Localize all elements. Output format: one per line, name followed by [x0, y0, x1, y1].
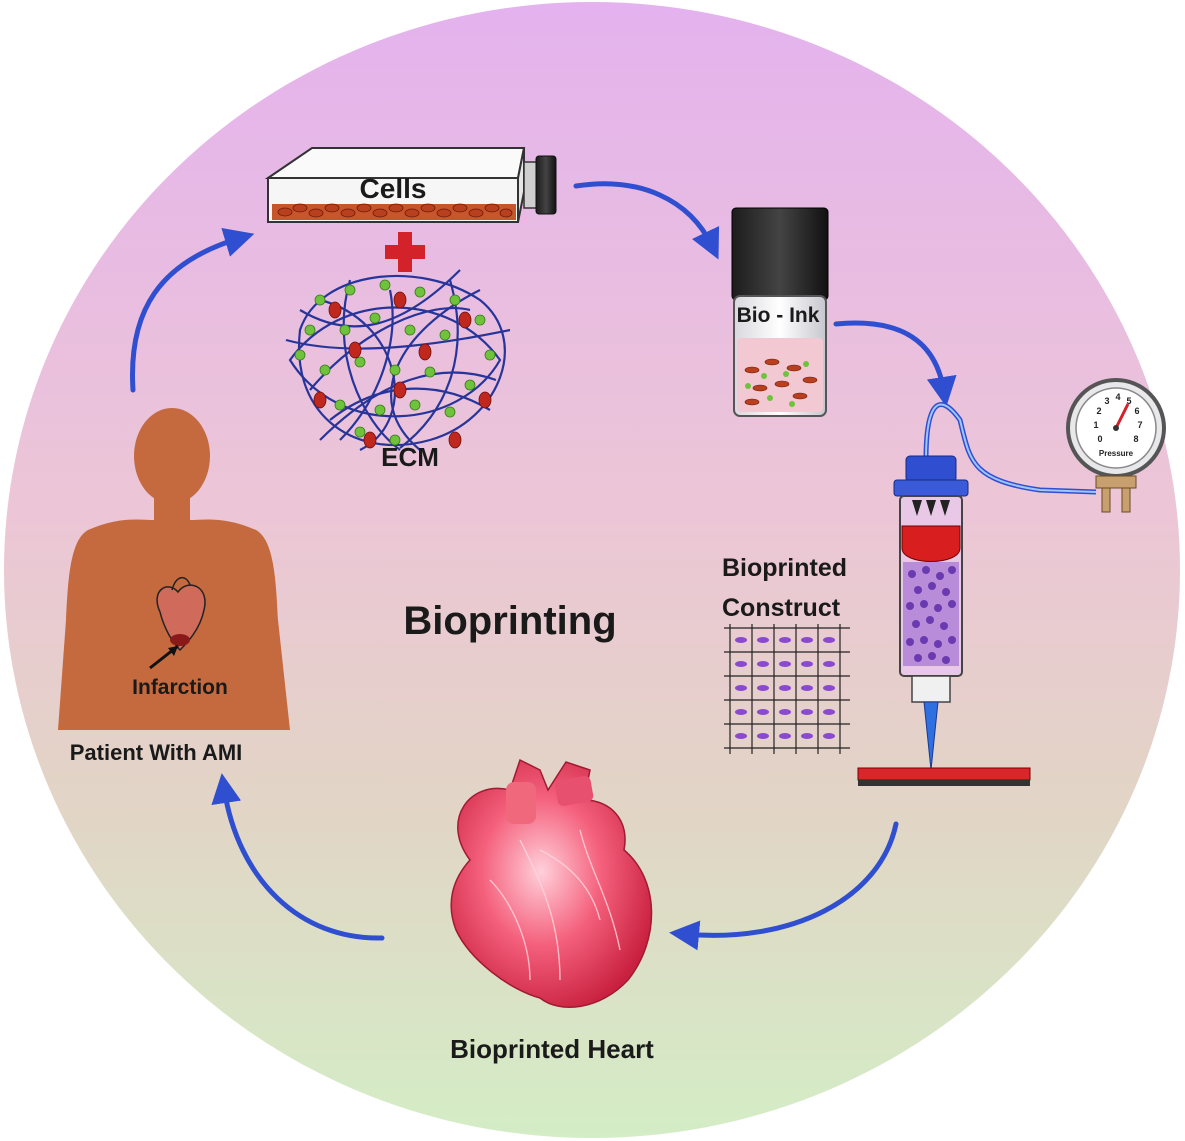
arrow-cells-to-bioink — [573, 181, 720, 260]
gauge-tick-1: 1 — [1093, 420, 1098, 430]
ecm-network: ECM — [285, 269, 511, 472]
infarction-label: Infarction — [132, 676, 228, 699]
arrow-patient-to-cells — [129, 227, 255, 393]
cells-label: Cells — [360, 173, 427, 204]
gauge-tick-4: 4 — [1115, 392, 1120, 402]
bioprinted-heart: Bioprinted Heart — [450, 758, 654, 1064]
bioprinter-syringe — [857, 455, 1031, 786]
gauge-tick-3: 3 — [1104, 396, 1109, 406]
syringe-cells — [906, 566, 956, 664]
gauge-needle — [1114, 403, 1130, 429]
ecm-label: ECM — [381, 442, 439, 472]
ecm-red-cells — [313, 291, 492, 449]
cell-culture-flask: Cells — [264, 147, 557, 223]
gauge-label: Pressure — [1099, 449, 1134, 458]
construct-label-line1: Bioprinted — [722, 554, 847, 582]
gauge-tick-5: 5 — [1126, 396, 1131, 406]
plus-icon — [385, 232, 425, 272]
flask-cell-layer — [272, 203, 516, 220]
center-label: Bioprinting — [403, 599, 616, 643]
gauge-tick-8: 8 — [1133, 434, 1138, 444]
arrow-bioink-to-printer — [833, 320, 957, 407]
gauge-tick-7: 7 — [1137, 420, 1142, 430]
heart-label: Bioprinted Heart — [450, 1034, 654, 1064]
construct-label-line2: Construct — [722, 594, 841, 622]
gauge-tick-6: 6 — [1134, 406, 1139, 416]
arrow-printer-to-heart — [669, 821, 899, 951]
bio-ink-cells — [744, 358, 818, 406]
gauge-tick-2: 2 — [1096, 406, 1101, 416]
ecm-green-particles — [294, 279, 496, 446]
arrow-heart-to-patient — [211, 773, 385, 941]
bioprinted-construct — [724, 624, 850, 754]
bio-ink-vial: Bio - Ink — [731, 207, 829, 417]
bio-ink-label: Bio - Ink — [737, 304, 820, 327]
patient-silhouette: Infarction Patient With AMI — [58, 408, 290, 765]
cycle-arrows — [129, 181, 957, 951]
patient-label: Patient With AMI — [70, 740, 243, 765]
pressure-gauge: 0 1 2 3 4 5 6 7 8 Pressure — [1066, 378, 1166, 513]
gauge-tick-0: 0 — [1097, 434, 1102, 444]
